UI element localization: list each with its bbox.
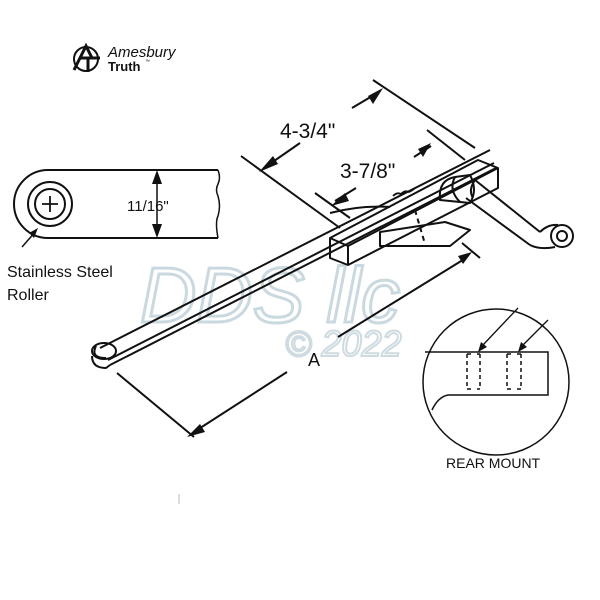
amesbury-truth-logo: Amesbury Truth ™ xyxy=(72,42,177,74)
overall-length-dimension: 4-3/4" xyxy=(280,120,335,143)
roller-callout-line2: Roller xyxy=(7,287,49,304)
arm-length-label: A xyxy=(308,350,320,370)
rear-mount-detail xyxy=(422,307,570,456)
brand-line1: Amesbury xyxy=(107,44,177,61)
dimension-arrowheads xyxy=(187,88,472,437)
brand-line2: Truth xyxy=(108,59,141,74)
inner-length-dimension: 3-7/8" xyxy=(340,160,395,183)
amesbury-truth-logo-icon xyxy=(72,42,100,72)
rear-mount-label: REAR MOUNT xyxy=(446,455,541,471)
roller-detail xyxy=(13,169,221,248)
operator-arm xyxy=(91,149,574,369)
watermark-copyright: © 2022 xyxy=(285,323,402,364)
brand-trademark: ™ xyxy=(145,59,150,65)
roller-callout-line1: Stainless Steel xyxy=(7,264,113,281)
roller-width-dimension: 11/16" xyxy=(127,198,169,215)
